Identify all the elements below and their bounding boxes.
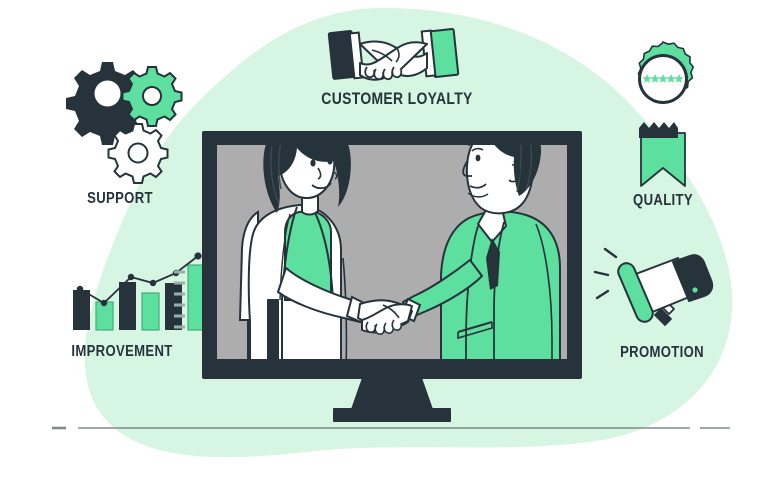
rating-stars	[642, 74, 684, 83]
bar-chart-growth-icon	[73, 252, 206, 331]
label-improvement: IMPROVEMENT	[71, 343, 173, 360]
chart-axis-ticks	[174, 270, 185, 329]
desktop-monitor	[202, 131, 582, 422]
monitor-stand-base	[333, 408, 451, 422]
monitor-stand-neck	[350, 375, 434, 412]
megaphone-icon	[593, 247, 714, 326]
label-promotion: PROMOTION	[620, 344, 704, 361]
label-customer-loyalty: CUSTOMER LOYALTY	[321, 89, 473, 108]
screen-handshake	[357, 299, 413, 335]
award-ribbon-icon	[637, 41, 695, 187]
gear-large-dark	[66, 62, 149, 145]
label-support: SUPPORT	[87, 190, 153, 207]
man-figure	[399, 145, 561, 359]
rosette-medallion	[637, 41, 695, 104]
gear-small-white	[107, 123, 169, 184]
screen-content	[238, 145, 561, 359]
gear-small-green	[121, 66, 183, 127]
woman-figure	[238, 145, 368, 359]
gears-icon	[66, 62, 183, 184]
handshake-icon	[327, 28, 460, 81]
label-quality: QUALITY	[633, 192, 693, 209]
sound-lines	[593, 247, 618, 300]
